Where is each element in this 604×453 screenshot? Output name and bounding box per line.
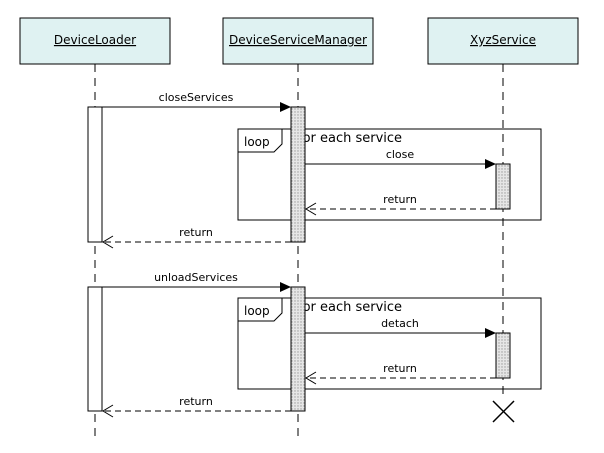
- loop-frame-2-operator: loop: [244, 304, 270, 318]
- message-close-arrowhead: [485, 159, 496, 169]
- loop-frame-1: [237, 128, 542, 221]
- loop-frame-2-guard: for each service: [298, 300, 402, 315]
- message-return-2-arrowhead: [102, 235, 114, 249]
- message-detach-arrowhead: [485, 328, 496, 338]
- message-closeservices-label: closeServices: [159, 91, 234, 104]
- activation-deviceloader-1: [87, 106, 103, 243]
- loop-frame-2: [237, 297, 542, 390]
- message-return-4-arrowhead: [102, 404, 114, 418]
- message-return-1-label: return: [383, 193, 417, 206]
- loop-frame-1-tab: [237, 128, 283, 153]
- lifeline-box-deviceservicemanager[interactable]: [222, 17, 374, 65]
- message-return-2-label: return: [179, 226, 213, 239]
- lifeline-label-deviceservicemanager: DeviceServiceManager: [229, 33, 367, 47]
- loop-frame-1-operator: loop: [244, 135, 270, 149]
- message-unloadservices-arrowhead: [280, 282, 291, 292]
- message-return-3-arrowhead: [305, 371, 317, 385]
- lifeline-label-xyzservice: XyzService: [470, 33, 536, 47]
- lifeline-box-xyzservice[interactable]: [427, 17, 579, 65]
- lifeline-box-deviceloader[interactable]: [19, 17, 171, 65]
- message-detach-label: detach: [381, 317, 419, 330]
- message-return-4-label: return: [179, 395, 213, 408]
- activation-xyz-1: [495, 163, 511, 210]
- activation-dsm-2: [290, 286, 306, 412]
- lifeline-label-deviceloader: DeviceLoader: [54, 33, 136, 47]
- activation-xyz-2: [495, 332, 511, 379]
- message-closeservices-arrowhead: [280, 102, 291, 112]
- message-return-1-arrowhead: [305, 202, 317, 216]
- destroy-x-icon: [492, 400, 515, 423]
- message-return-3-label: return: [383, 362, 417, 375]
- activation-deviceloader-2: [87, 286, 103, 412]
- message-unloadservices-label: unloadServices: [154, 271, 238, 284]
- loop-frame-1-guard: for each service: [298, 131, 402, 146]
- activation-dsm-1: [290, 106, 306, 243]
- loop-frame-2-tab: [237, 297, 283, 322]
- message-close-label: close: [386, 148, 415, 161]
